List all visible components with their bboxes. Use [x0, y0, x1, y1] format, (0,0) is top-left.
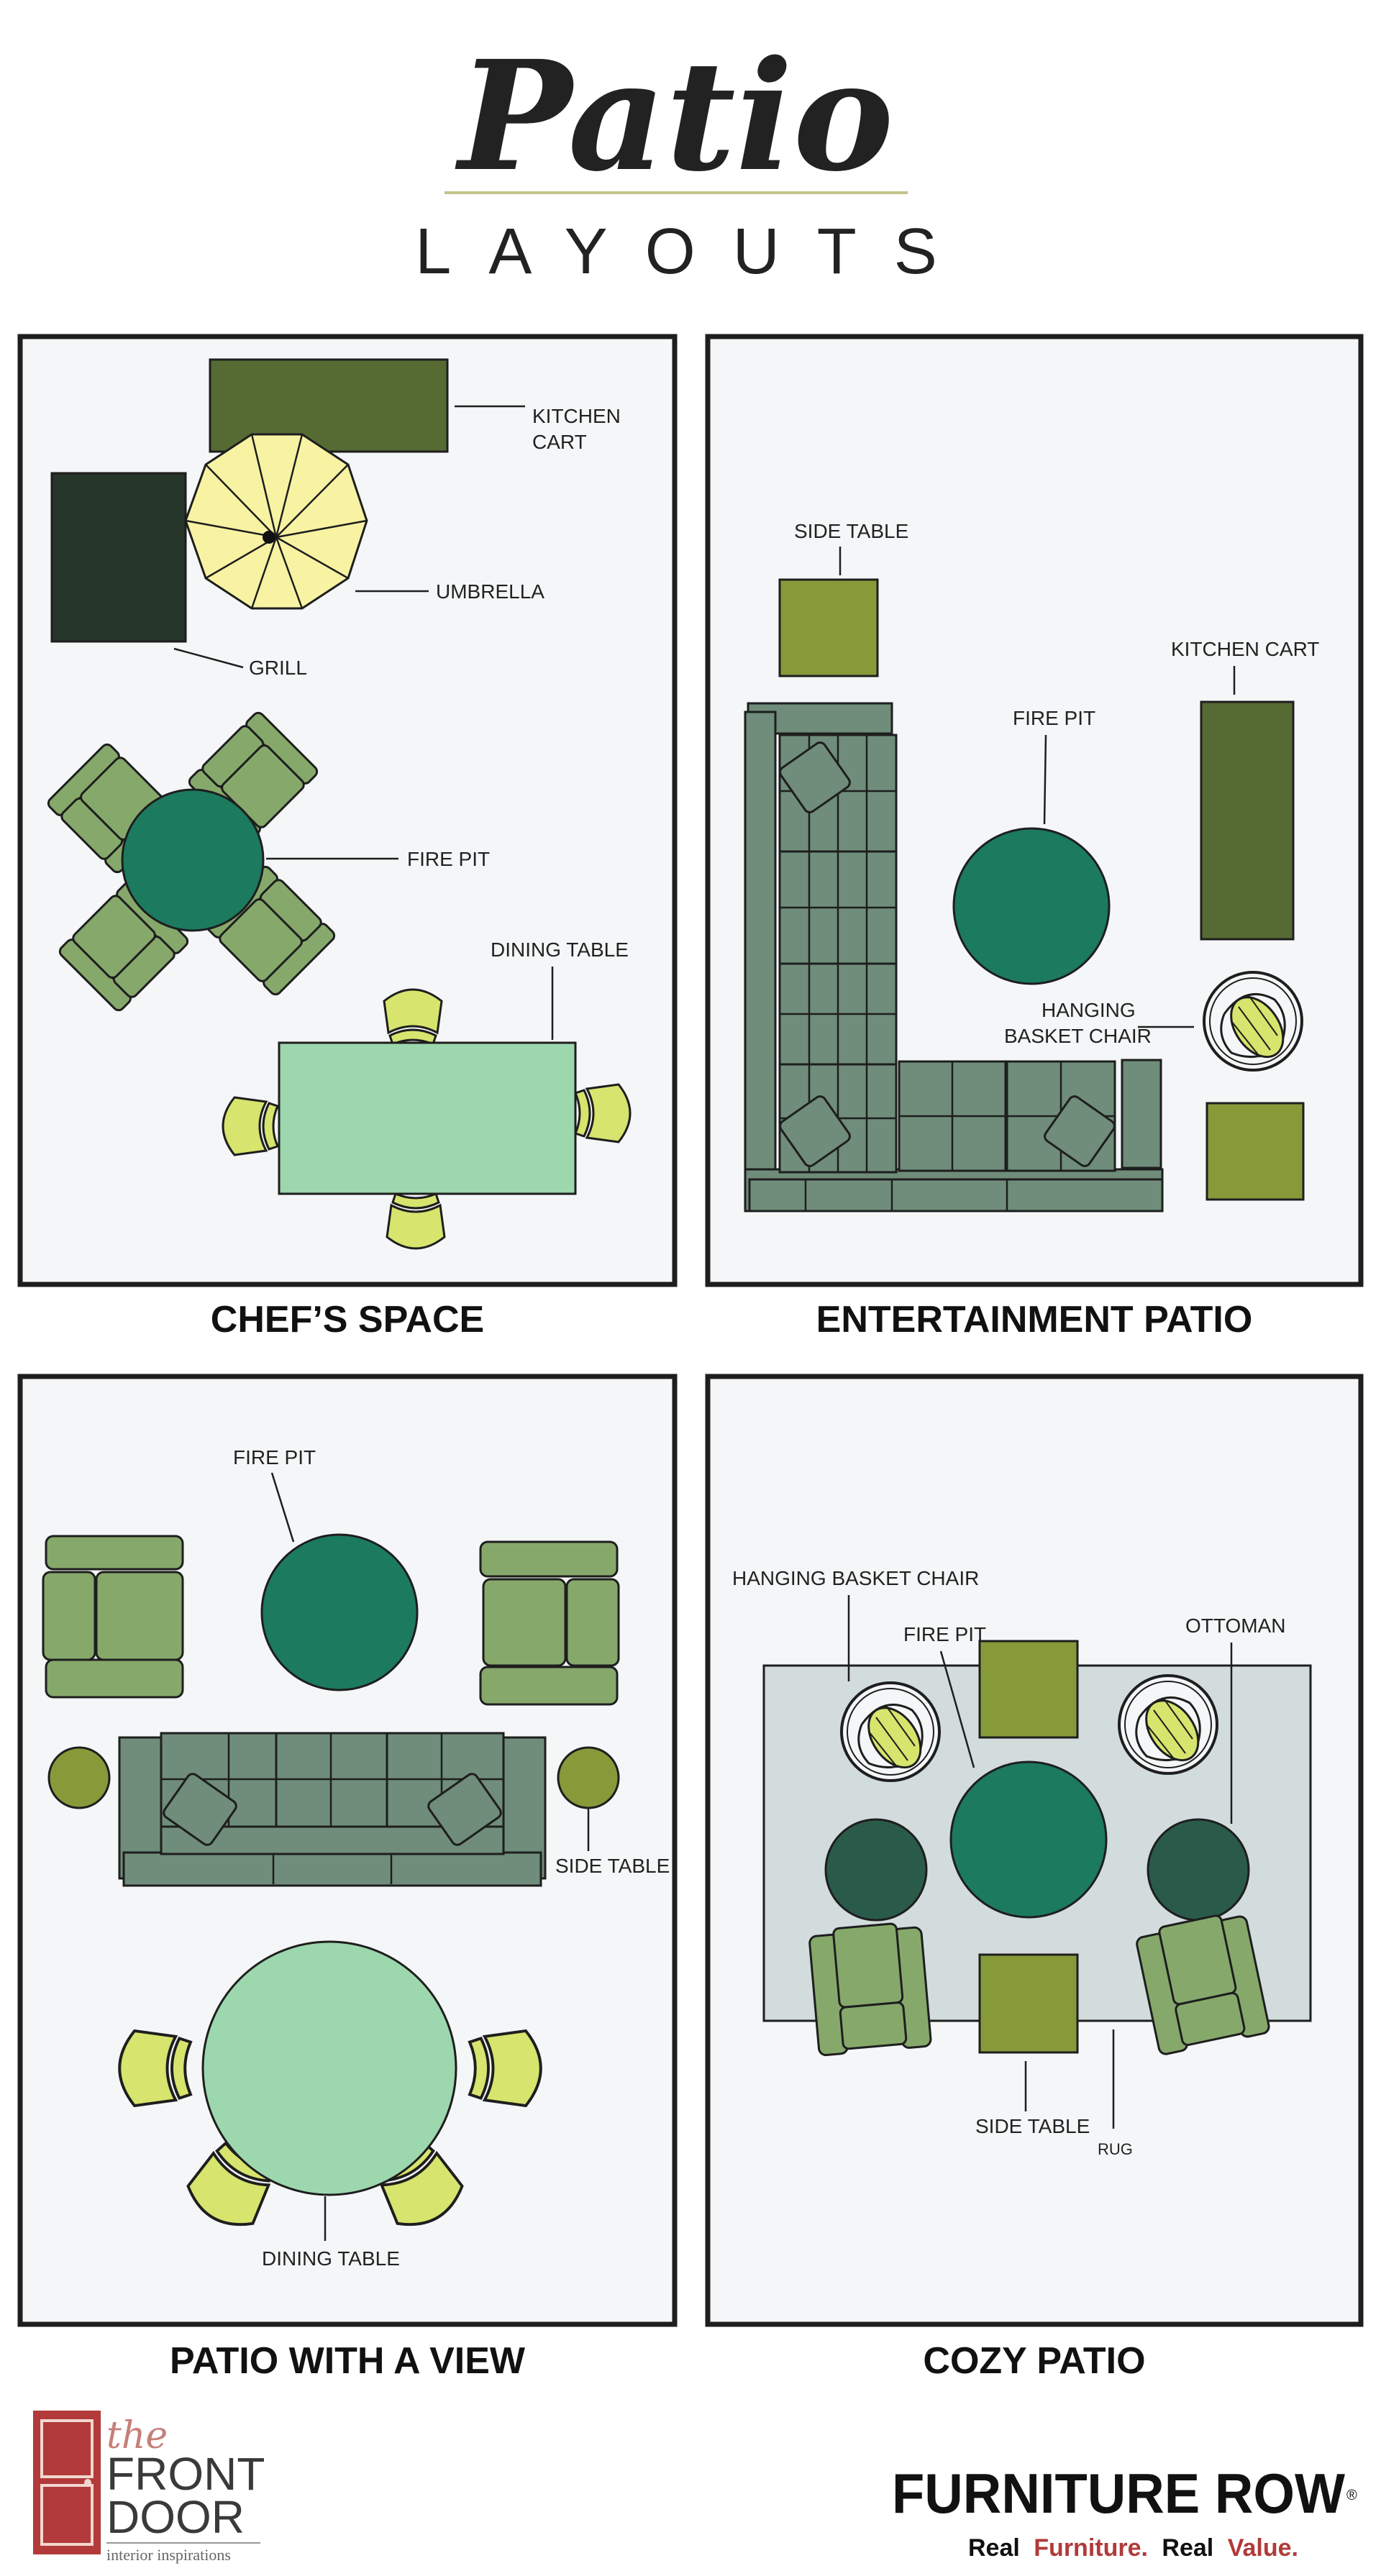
label-dining-table: DINING TABLE	[491, 938, 629, 961]
label-kitchen-cart-1: KITCHEN	[532, 405, 621, 427]
panel-patio-with-a-view: FIRE PIT SIDE TABLE	[17, 1374, 678, 2327]
page-subtitle: LAYOUTS	[415, 216, 974, 288]
label-fire-pit: FIRE PIT	[903, 1623, 986, 1645]
label-rug: RUG	[1098, 2140, 1133, 2158]
panel-chefs-space: KITCHEN CART GRILL UMBRELLA FIRE PIT DI	[17, 334, 678, 1287]
sectional-sofa	[744, 702, 1164, 1212]
armchair-left	[807, 1919, 933, 2057]
label-kitchen-cart-2: CART	[532, 431, 587, 453]
label-hanging-1: HANGING	[1042, 999, 1136, 1021]
sofa	[118, 1732, 547, 1887]
front-door-line2: DOOR	[106, 2491, 245, 2543]
hanging-basket-chair-right	[1118, 1674, 1218, 1775]
tag-furniture: Furniture.	[1034, 2534, 1148, 2562]
fire-pit	[949, 1760, 1108, 1919]
grill	[50, 472, 187, 643]
panel-entertainment-patio: SIDE TABLE KITCHEN CART FIRE PIT	[705, 334, 1364, 1287]
furniture-row-reg: ®	[1346, 2488, 1357, 2503]
ottoman-right	[1147, 1818, 1250, 1922]
side-table-right	[557, 1746, 620, 1809]
lounge-chair-left	[42, 1535, 184, 1699]
label-kitchen-cart: KITCHEN CART	[1171, 638, 1319, 660]
front-door-the: the	[106, 2414, 168, 2457]
label-fire-pit: FIRE PIT	[233, 1446, 316, 1469]
tag-real-2: Real	[1162, 2534, 1213, 2562]
front-door-tagline: interior inspirations	[106, 2546, 231, 2564]
furniture-row-tagline: Real Furniture. Real Value.	[968, 2534, 1298, 2562]
furniture-row-name: FURNITURE ROW	[892, 2462, 1345, 2525]
side-table-top	[978, 1640, 1079, 1739]
umbrella	[184, 433, 368, 610]
fire-pit	[121, 788, 265, 932]
side-table-left	[47, 1746, 111, 1809]
tag-value: Value.	[1228, 2534, 1298, 2562]
front-door-logo: the FRONT DOOR interior inspirations	[33, 2411, 265, 2564]
ottoman-left	[824, 1818, 928, 1922]
label-grill: GRILL	[249, 657, 307, 679]
label-ottoman: OTTOMAN	[1185, 1614, 1285, 1637]
fire-pit	[952, 827, 1111, 985]
side-table-2	[1205, 1102, 1305, 1201]
label-dining-table: DINING TABLE	[262, 2247, 400, 2270]
label-fire-pit: FIRE PIT	[1013, 707, 1095, 729]
panel-cozy-patio: HANGING BASKET CHAIR FIRE PIT OTTOMAN SI…	[705, 1374, 1364, 2327]
label-hanging-basket-chair: HANGING BASKET CHAIR	[732, 1567, 979, 1589]
label-fire-pit: FIRE PIT	[407, 848, 490, 870]
caption-cozy-patio: COZY PATIO	[923, 2340, 1145, 2382]
label-side-table: SIDE TABLE	[975, 2115, 1090, 2137]
lounge-chair-right	[479, 1540, 620, 1706]
caption-entertainment-patio: ENTERTAINMENT PATIO	[816, 1299, 1253, 1340]
dining-table	[278, 1041, 577, 1195]
dining-table	[201, 1940, 457, 2196]
furniture-row-logo: FURNITURE ROW ® Real Furniture. Real Val…	[892, 2462, 1357, 2562]
caption-chefs-space: CHEF’S SPACE	[211, 1299, 484, 1340]
caption-patio-with-a-view: PATIO WITH A VIEW	[170, 2340, 526, 2382]
page-title: Patio	[455, 27, 893, 205]
label-umbrella: UMBRELLA	[436, 580, 544, 603]
kitchen-cart	[1200, 700, 1295, 941]
tag-real-1: Real	[968, 2534, 1020, 2562]
door-icon	[33, 2411, 101, 2554]
label-hanging-2: BASKET CHAIR	[1004, 1025, 1152, 1047]
side-table	[778, 578, 879, 677]
label-side-table: SIDE TABLE	[555, 1855, 670, 1877]
hanging-basket-chair	[1203, 971, 1303, 1072]
hanging-basket-chair-left	[840, 1681, 941, 1782]
front-door-line1: FRONT	[106, 2448, 265, 2500]
label-side-table: SIDE TABLE	[794, 520, 908, 542]
fire-pit	[260, 1533, 419, 1691]
side-table-bottom	[978, 1953, 1079, 2054]
